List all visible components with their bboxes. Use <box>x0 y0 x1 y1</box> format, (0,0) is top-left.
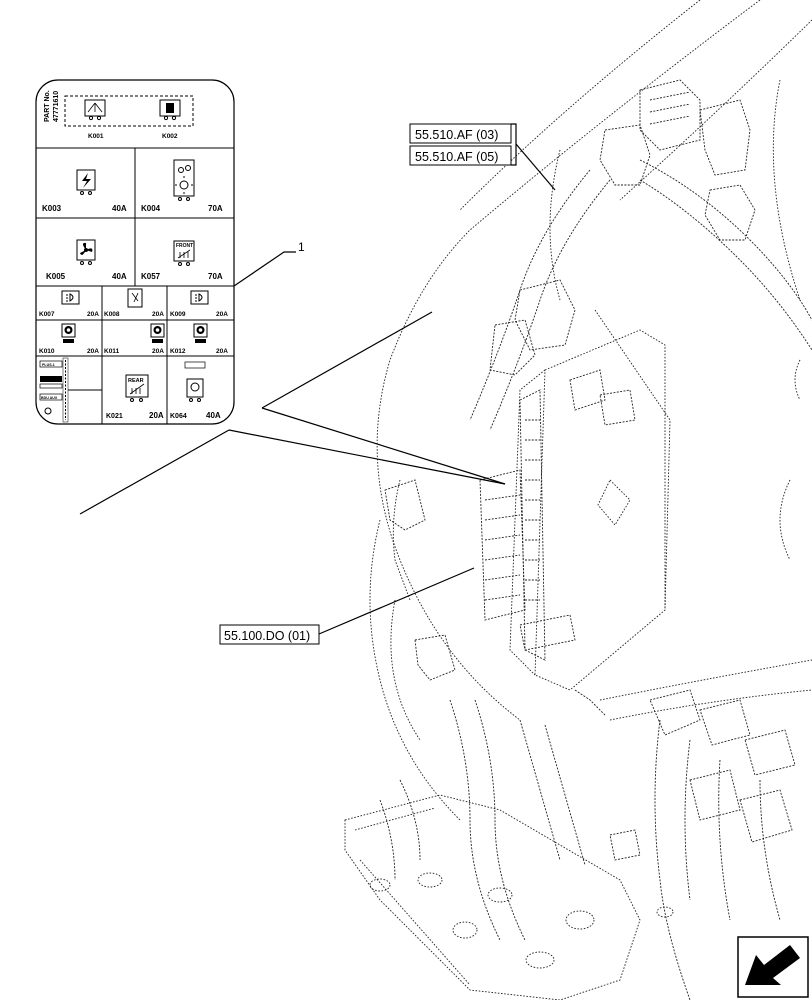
fuse-legend: PLUS-1 BDU AUX <box>39 357 69 423</box>
base-plate <box>344 794 674 1000</box>
relay-amp: 40A <box>206 411 221 420</box>
rear-heater-icon: REAR <box>125 374 149 402</box>
nav-arrow-icon[interactable] <box>737 936 809 998</box>
relay-code: K009 <box>170 311 186 318</box>
headlamp-icon <box>127 288 143 308</box>
lightning-icon <box>76 169 96 195</box>
relay-code: K005 <box>46 272 66 281</box>
relay-amp: 20A <box>87 311 99 318</box>
relay-amp: 40A <box>112 204 127 213</box>
wiper-icon <box>159 99 181 121</box>
relay-code: K064 <box>170 413 187 420</box>
relay-code: K002 <box>162 133 178 140</box>
relay-panel: PART No. 47771610 K001 K002 K003 40A <box>35 79 235 425</box>
socket-icon <box>184 361 206 402</box>
front-heater-icon: FRONT <box>173 240 195 266</box>
connector <box>489 279 576 376</box>
relay-amp: 20A <box>149 411 164 420</box>
beacon-icon <box>150 323 165 343</box>
headlamp-icon <box>190 290 209 305</box>
relay-amp: 20A <box>87 348 99 355</box>
beacon-icon <box>193 323 208 343</box>
relay-code: K003 <box>42 204 62 213</box>
ref-callout-1[interactable]: 55.510.AF (03) <box>409 123 512 144</box>
control-module <box>479 309 671 716</box>
relay-amp: 20A <box>152 311 164 318</box>
svg-text:FRONT: FRONT <box>176 243 193 249</box>
relay-code: K008 <box>104 311 120 318</box>
wiper-icon <box>84 99 106 121</box>
connector-row <box>599 659 812 1000</box>
relay-amp: 70A <box>208 204 223 213</box>
relay-code: K004 <box>141 204 161 213</box>
relay-code: K007 <box>39 311 55 318</box>
ref-callout-2[interactable]: 55.510.AF (05) <box>409 145 512 166</box>
part-number-value: 47771610 <box>53 91 60 122</box>
relay-amp: 40A <box>112 272 127 281</box>
svg-text:55.100.DO (01): 55.100.DO (01) <box>224 629 310 643</box>
sun-lamp-icon <box>173 159 195 201</box>
svg-text:BDU AUX: BDU AUX <box>41 396 58 400</box>
ref-callout-3[interactable]: 55.100.DO (01) <box>219 624 320 645</box>
connector-cluster <box>599 79 756 241</box>
relay-amp: 20A <box>216 311 228 318</box>
relay-code: K057 <box>141 272 161 281</box>
relay-code: K012 <box>170 348 186 355</box>
svg-text:55.510.AF (03): 55.510.AF (03) <box>415 128 498 142</box>
headlamp-icon <box>61 290 80 305</box>
relay-code: K010 <box>39 348 55 355</box>
fan-icon <box>76 239 96 265</box>
relay-code: K011 <box>104 348 120 355</box>
item-number: 1 <box>298 240 305 254</box>
part-number-label: PART No. <box>44 90 51 122</box>
relay-code: K001 <box>88 133 104 140</box>
svg-text:PLUS-1: PLUS-1 <box>42 363 55 367</box>
svg-text:55.510.AF (05): 55.510.AF (05) <box>415 150 498 164</box>
relay-code: K021 <box>106 413 123 420</box>
relay-amp: 20A <box>216 348 228 355</box>
harness-drawing <box>344 0 812 1000</box>
relay-amp: 70A <box>208 272 223 281</box>
svg-text:REAR: REAR <box>128 378 144 384</box>
relay-amp: 20A <box>152 348 164 355</box>
beacon-icon <box>61 323 76 343</box>
